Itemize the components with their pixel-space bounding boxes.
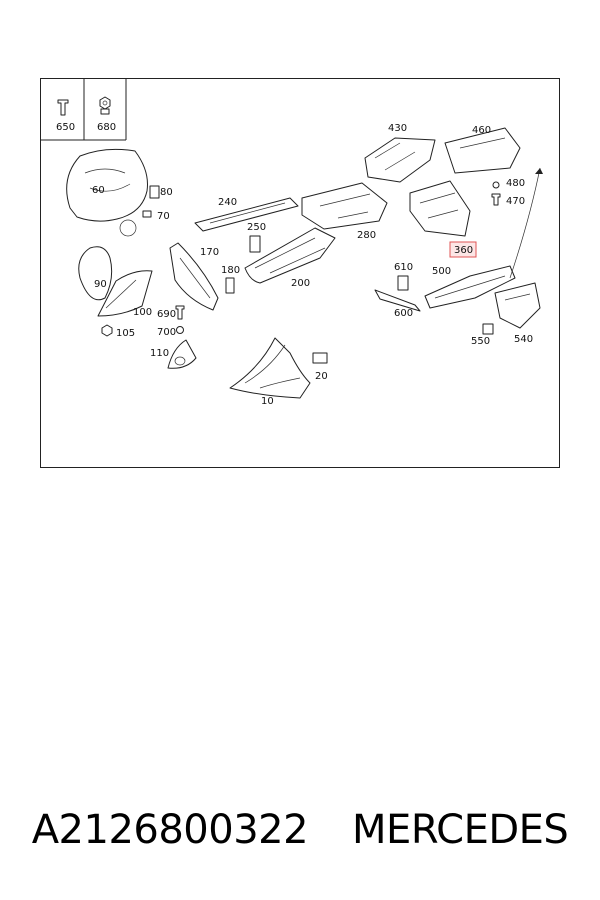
label-180[interactable]: 180 — [221, 265, 240, 276]
part-180-icon — [225, 277, 235, 294]
part-430-icon — [364, 137, 436, 183]
part-200-icon — [244, 227, 336, 284]
part-20-icon — [312, 352, 328, 364]
label-100[interactable]: 100 — [133, 307, 152, 318]
fastener-legend — [40, 78, 127, 141]
label-680[interactable]: 680 — [97, 122, 116, 133]
label-480[interactable]: 480 — [506, 178, 525, 189]
label-550[interactable]: 550 — [471, 336, 490, 347]
label-470[interactable]: 470 — [506, 196, 525, 207]
label-105[interactable]: 105 — [116, 328, 135, 339]
part-170-icon — [169, 242, 219, 311]
label-80[interactable]: 80 — [160, 187, 173, 198]
brand-name: MERCEDES — [352, 807, 569, 853]
part-500-icon — [424, 265, 516, 309]
footer: A2126800322 MERCEDES — [0, 800, 600, 860]
label-170[interactable]: 170 — [200, 247, 219, 258]
label-20[interactable]: 20 — [315, 371, 328, 382]
label-90[interactable]: 90 — [94, 279, 107, 290]
direction-arrow-icon — [509, 167, 543, 279]
part-610-icon — [397, 275, 409, 291]
label-540[interactable]: 540 — [514, 334, 533, 345]
part-90-icon — [78, 246, 113, 301]
label-690[interactable]: 690 — [157, 309, 176, 320]
label-460[interactable]: 460 — [472, 125, 491, 136]
part-600-icon — [374, 289, 421, 312]
diagram-frame — [40, 78, 560, 468]
screw-650-icon — [57, 99, 69, 116]
part-100-icon — [97, 270, 153, 317]
label-360[interactable]: 360 — [454, 245, 473, 256]
label-650[interactable]: 650 — [56, 122, 75, 133]
part-60-icon — [66, 148, 148, 237]
label-500[interactable]: 500 — [432, 266, 451, 277]
part-360-icon — [409, 180, 471, 237]
washer-480-icon — [492, 181, 500, 189]
part-460-icon — [444, 127, 521, 174]
part-550-icon — [482, 323, 494, 335]
label-240[interactable]: 240 — [218, 197, 237, 208]
part-number: A2126800322 — [31, 807, 309, 853]
part-240-icon — [194, 197, 299, 232]
label-610[interactable]: 610 — [394, 262, 413, 273]
label-600[interactable]: 600 — [394, 308, 413, 319]
part-80-icon — [149, 185, 160, 199]
label-60[interactable]: 60 — [92, 185, 105, 196]
bolt-470-icon — [491, 193, 501, 206]
part-105-icon — [101, 324, 113, 337]
part-250-icon — [249, 235, 261, 253]
label-250[interactable]: 250 — [247, 222, 266, 233]
label-430[interactable]: 430 — [388, 123, 407, 134]
label-200[interactable]: 200 — [291, 278, 310, 289]
label-280[interactable]: 280 — [357, 230, 376, 241]
part-10-icon — [229, 337, 311, 399]
bolt-690-icon — [175, 305, 185, 320]
nut-680-icon — [99, 96, 111, 115]
label-700[interactable]: 700 — [157, 327, 176, 338]
part-540-icon — [494, 282, 541, 329]
label-70[interactable]: 70 — [157, 211, 170, 222]
highlight-360 — [449, 241, 477, 258]
label-110[interactable]: 110 — [150, 348, 169, 359]
washer-700-icon — [176, 326, 184, 334]
part-70-icon — [142, 210, 152, 218]
label-10[interactable]: 10 — [261, 396, 274, 407]
part-280-icon — [301, 182, 388, 230]
part-110-icon — [167, 339, 197, 369]
